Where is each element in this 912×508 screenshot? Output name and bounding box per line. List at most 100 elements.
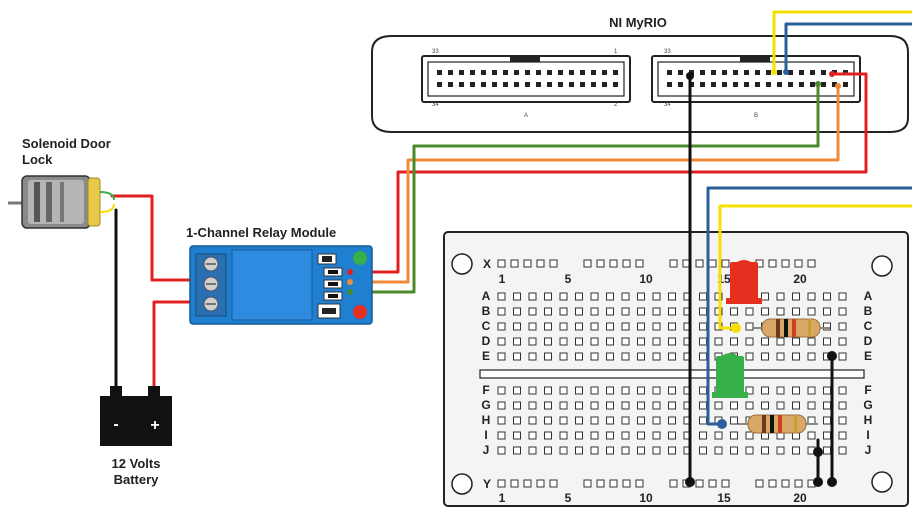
breadboard-hole xyxy=(549,479,558,488)
connector-pin xyxy=(580,82,585,87)
breadboard-hole xyxy=(606,431,614,440)
row-label-right: E xyxy=(864,349,872,363)
connector-pin xyxy=(503,70,508,75)
breadboard-hole xyxy=(807,352,816,361)
breadboard-hole xyxy=(590,337,599,346)
breadboard-hole xyxy=(823,292,831,301)
breadboard-hole xyxy=(730,416,738,425)
breadboard-hole xyxy=(559,337,568,346)
breadboard-hole xyxy=(621,446,630,455)
breadboard-hole xyxy=(807,401,816,410)
top-number: 20 xyxy=(793,272,807,286)
connector-pin xyxy=(777,82,782,87)
breadboard-hole xyxy=(699,416,707,425)
breadboard-hole xyxy=(745,307,754,316)
breadboard-hole xyxy=(699,322,707,331)
connector-pin xyxy=(459,82,464,87)
myrio-title: NI MyRIO xyxy=(609,15,667,30)
breadboard-hole xyxy=(838,337,847,346)
breadboard-hole xyxy=(838,446,847,455)
row-label-left: E xyxy=(482,349,490,363)
breadboard-hole xyxy=(714,446,723,455)
breadboard-hole xyxy=(590,401,599,410)
wire-red-solenoid-relay xyxy=(110,194,198,282)
breadboard-hole xyxy=(513,416,521,425)
breadboard-hole xyxy=(609,259,618,268)
connector-pin xyxy=(602,70,607,75)
top-number: 10 xyxy=(639,272,653,286)
breadboard-hole xyxy=(590,352,599,361)
breadboard-hole xyxy=(621,322,630,331)
connector-pin xyxy=(525,70,530,75)
breadboard-hole xyxy=(668,431,676,440)
breadboard-hole xyxy=(761,401,769,410)
connector-pin xyxy=(777,70,782,75)
bottom-number: 15 xyxy=(717,491,731,505)
breadboard-hole xyxy=(652,446,661,455)
breadboard-hole xyxy=(668,322,676,331)
breadboard-hole xyxy=(497,352,506,361)
breadboard-hole xyxy=(807,337,816,346)
breadboard-hole xyxy=(652,322,661,331)
breadboard-hole xyxy=(652,307,661,316)
connector-pin xyxy=(788,82,793,87)
breadboard-hole xyxy=(637,307,645,316)
breadboard-hole xyxy=(621,401,630,410)
breadboard-hole xyxy=(544,292,552,301)
breadboard-hole xyxy=(590,431,599,440)
connector-pin xyxy=(437,82,442,87)
breadboard-hole xyxy=(768,479,777,488)
connector-pin xyxy=(514,82,519,87)
connector-pin xyxy=(667,70,672,75)
connector-pin xyxy=(492,70,497,75)
breadboard-hole xyxy=(528,401,537,410)
breadboard-hole xyxy=(590,307,599,316)
battery-minus-terminal: - xyxy=(113,416,118,433)
wire-yellow-breadboard xyxy=(718,204,912,330)
connector-pin xyxy=(711,82,716,87)
breadboard-hole xyxy=(549,259,558,268)
breadboard-hole xyxy=(544,337,552,346)
breadboard-hole xyxy=(838,292,847,301)
bottom-number: 20 xyxy=(793,491,807,505)
center-channel xyxy=(479,369,865,379)
breadboard-hole xyxy=(528,416,537,425)
breadboard-hole xyxy=(559,431,568,440)
port-a-label: A xyxy=(524,113,528,119)
wires xyxy=(110,10,912,484)
breadboard-hole xyxy=(596,259,605,268)
connector-pin xyxy=(700,82,705,87)
battery-label-line2: Battery xyxy=(114,472,160,487)
breadboard-hole xyxy=(528,386,537,395)
top-number: 5 xyxy=(565,272,572,286)
breadboard-hole xyxy=(699,352,707,361)
breadboard-hole xyxy=(838,322,847,331)
connector-pin xyxy=(437,70,442,75)
breadboard-hole xyxy=(699,386,707,395)
breadboard-hole xyxy=(792,401,800,410)
connector-pin xyxy=(591,70,596,75)
breadboard-hole xyxy=(745,322,754,331)
breadboard-hole xyxy=(823,431,831,440)
breadboard-hole xyxy=(497,322,506,331)
breadboard-hole xyxy=(794,259,803,268)
breadboard-hole xyxy=(708,259,717,268)
relay-label: 1-Channel Relay Module xyxy=(186,225,336,240)
connector-pin xyxy=(755,70,760,75)
row-label-left: H xyxy=(482,413,491,427)
breadboard-hole xyxy=(708,479,717,488)
bottom-number: 1 xyxy=(499,491,506,505)
breadboard-hole xyxy=(559,307,568,316)
port-b-pin-34: 34 xyxy=(664,102,671,108)
mount-hole xyxy=(451,473,473,495)
breadboard-hole xyxy=(536,259,545,268)
row-label-right: J xyxy=(865,443,872,457)
breadboard-hole xyxy=(745,386,754,395)
breadboard-hole xyxy=(621,307,630,316)
breadboard-hole xyxy=(776,292,785,301)
breadboard-hole xyxy=(621,292,630,301)
connector-pin xyxy=(821,82,826,87)
breadboard-hole xyxy=(699,401,707,410)
connector-pin xyxy=(700,70,705,75)
port-a-pin-34: 34 xyxy=(432,102,439,108)
